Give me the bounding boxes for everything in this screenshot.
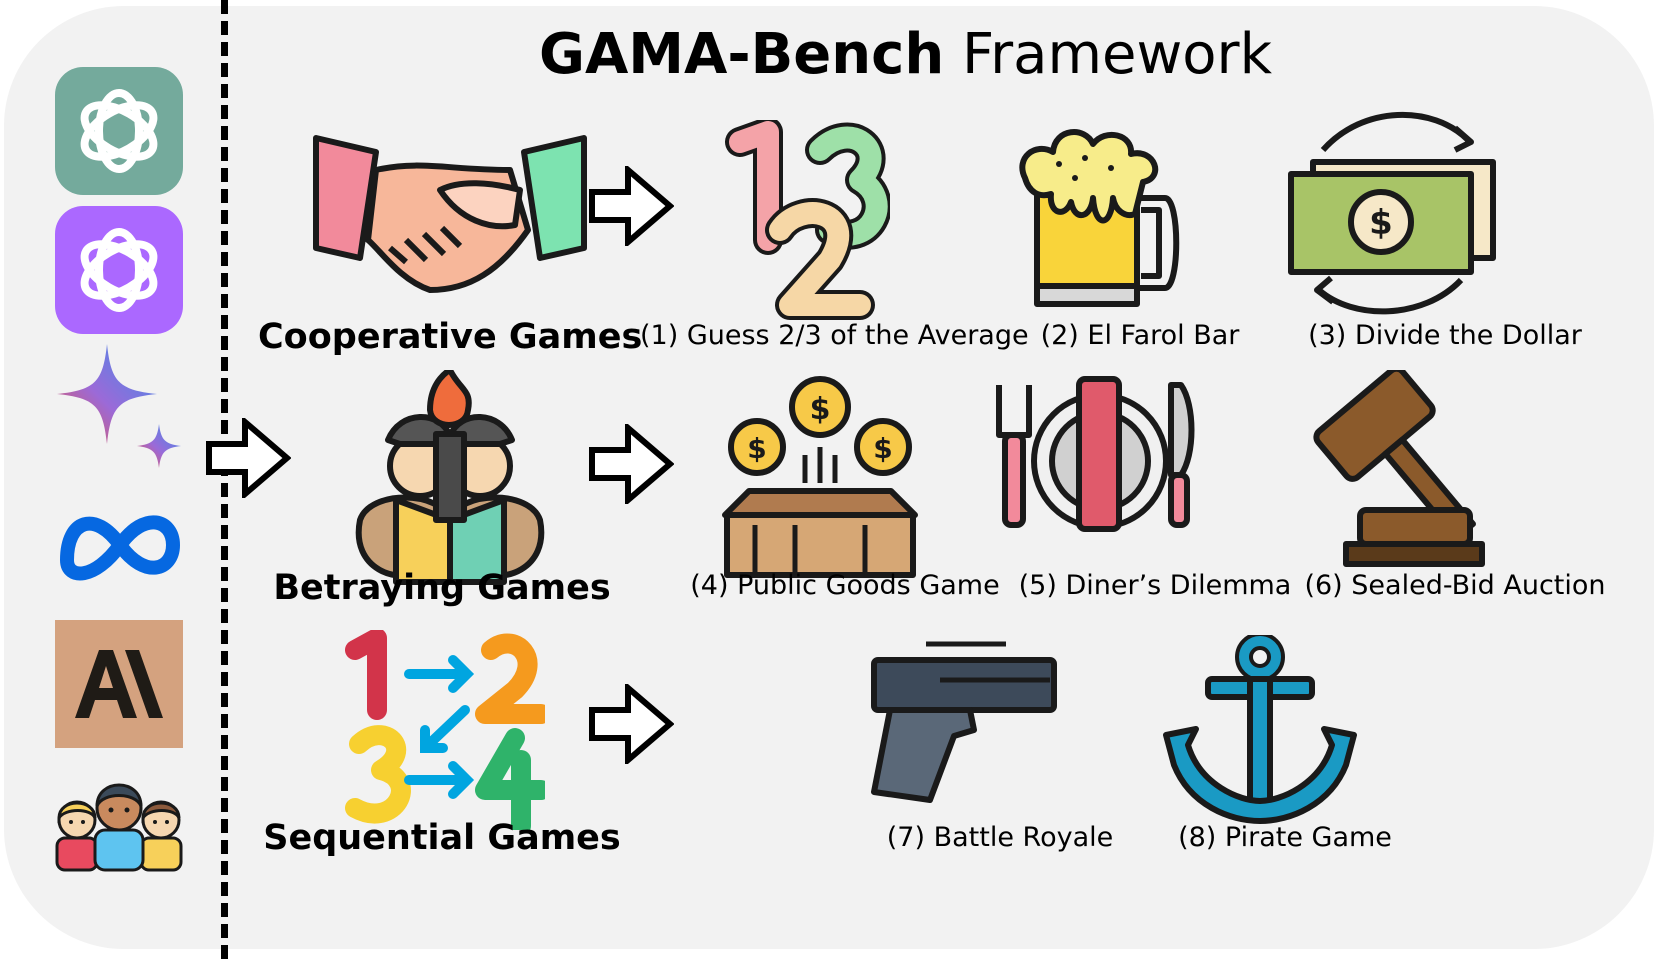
anchor-icon — [1163, 635, 1357, 824]
dashed-divider — [221, 0, 228, 959]
openai-green-logo — [55, 67, 183, 195]
coins-box-icon: $ $ $ — [722, 376, 918, 578]
money-exchange-icon: $ — [1288, 112, 1496, 315]
human-group-logo — [55, 783, 183, 872]
svg-text:$: $ — [810, 392, 831, 427]
sequential-arrow-icon — [589, 684, 674, 764]
game-label-8: (8) Pirate Game — [1178, 822, 1392, 853]
openai-purple-logo — [55, 206, 183, 334]
sequence-numbers-icon — [345, 630, 545, 830]
svg-text:$: $ — [873, 432, 892, 465]
meta-logo — [59, 515, 181, 581]
game-label-1: (1) Guess 2/3 of the Average — [640, 320, 1029, 351]
game-label-4: (4) Public Goods Game — [690, 570, 1000, 601]
title-bold: GAMA-Bench — [538, 22, 945, 87]
game-label-5: (5) Diner’s Dilemma — [1018, 570, 1292, 601]
game-label-2: (2) El Farol Bar — [1040, 320, 1240, 351]
betraying-people-icon — [355, 370, 545, 585]
models-arrow-icon — [206, 418, 291, 498]
title-light: Framework — [962, 22, 1273, 87]
pistol-icon — [871, 641, 1057, 803]
cooperative-arrow-icon — [589, 166, 674, 246]
anthropic-logo — [55, 620, 183, 748]
game-label-6: (6) Sealed-Bid Auction — [1304, 570, 1606, 601]
svg-text:$: $ — [1369, 203, 1393, 243]
gemini-logo — [57, 344, 181, 468]
game-label-3: (3) Divide the Dollar — [1308, 320, 1582, 351]
category-sequential-label: Sequential Games — [263, 818, 621, 858]
game-label-7: (7) Battle Royale — [886, 822, 1114, 853]
page-title: GAMA-Bench Framework — [0, 22, 1661, 87]
svg-text:$: $ — [747, 432, 766, 465]
handshake-icon — [313, 135, 587, 293]
numbers-123-icon — [725, 120, 890, 320]
category-cooperative-label: Cooperative Games — [258, 317, 643, 357]
beer-mug-icon — [1019, 129, 1180, 307]
betraying-arrow-icon — [589, 424, 674, 504]
plate-cutlery-icon — [996, 376, 1195, 532]
gavel-icon — [1313, 370, 1485, 567]
category-betraying-label: Betraying Games — [273, 568, 611, 608]
